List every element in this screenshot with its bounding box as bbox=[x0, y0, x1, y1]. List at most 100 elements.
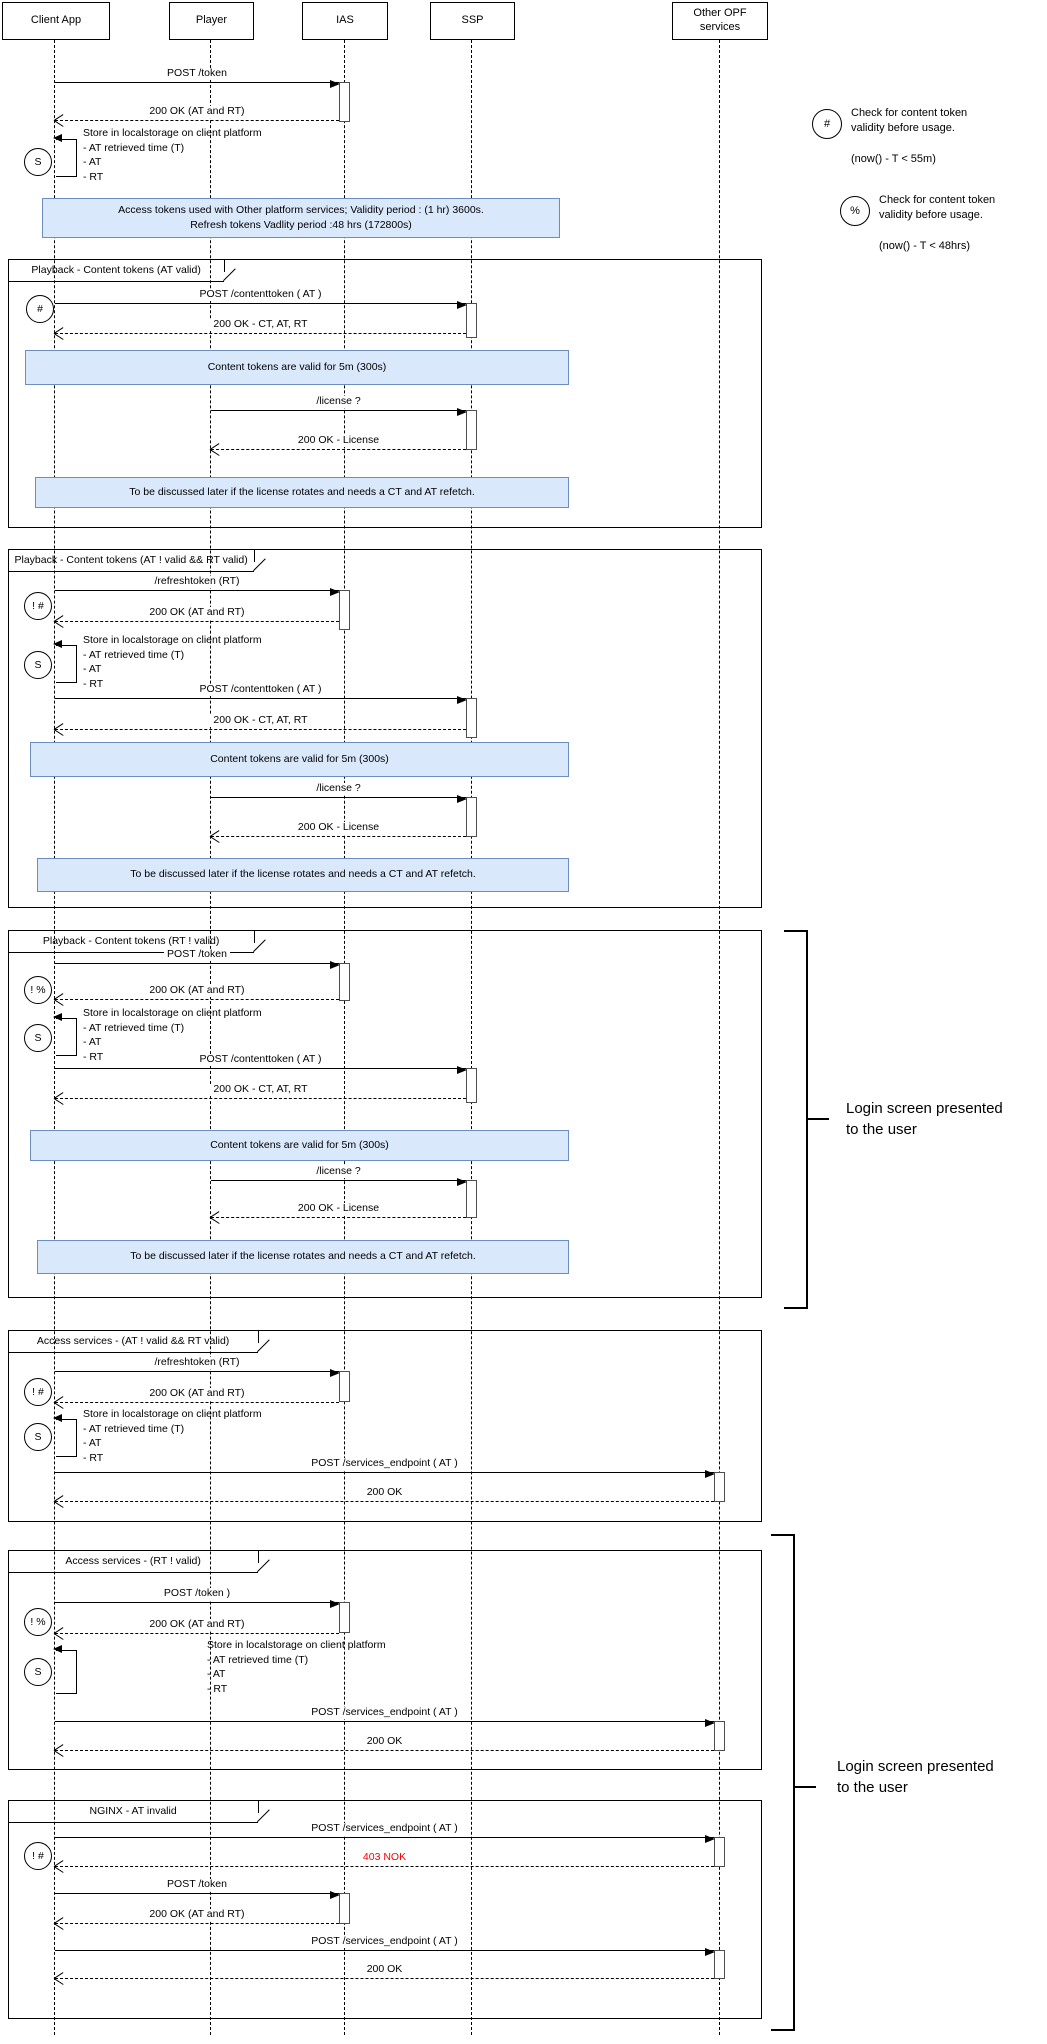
message-post-token-extra: POST /token ) bbox=[55, 1580, 340, 1608]
selfcall-title: Store in localstorage on client platform bbox=[83, 127, 262, 139]
message-post-services-endpoint: POST /services_endpoint ( AT ) bbox=[55, 1815, 715, 1843]
selfcall-store-1 bbox=[53, 134, 77, 177]
selfcall-store-4 bbox=[53, 1414, 77, 1457]
note-ct-valid-3: Content tokens are valid for 5m (300s) bbox=[30, 1130, 569, 1161]
note-line: Access tokens used with Other platform s… bbox=[118, 203, 484, 216]
lifeline-other-opf bbox=[719, 40, 720, 2035]
badge-not-hash: ! # bbox=[24, 1378, 52, 1406]
message-ok-at-rt: 200 OK (AT and RT) bbox=[55, 1380, 339, 1403]
message-ok-at-rt: 200 OK (AT and RT) bbox=[55, 98, 339, 121]
bracket-tick bbox=[806, 1117, 829, 1120]
frame-title: Playback - Content tokens (RT ! valid) bbox=[42, 935, 220, 948]
selfcall-title: Store in localstorage on client platform bbox=[83, 1408, 262, 1420]
arrowhead-left-icon bbox=[54, 724, 65, 736]
participant-player: Player bbox=[169, 2, 254, 40]
selfcall-line: - RT bbox=[83, 1050, 104, 1063]
message-ok-200: 200 OK bbox=[55, 1956, 714, 1979]
note-license-later-3: To be discussed later if the license rot… bbox=[37, 1240, 569, 1274]
frame-title: Playback - Content tokens (AT valid) bbox=[31, 264, 201, 277]
arrowhead-left-icon bbox=[54, 115, 65, 127]
arrowhead-right-icon bbox=[705, 1469, 715, 1478]
selfcall-line: - AT bbox=[83, 1437, 102, 1450]
arrowhead-left-icon bbox=[210, 831, 221, 843]
arrowhead-left-icon bbox=[54, 1745, 65, 1757]
participant-label: Client App bbox=[30, 14, 82, 27]
message-label: 200 OK (AT and RT) bbox=[146, 985, 248, 997]
selfcall-store-5 bbox=[53, 1645, 77, 1694]
frame-access-at-invalid-rt-valid-tab: Access services - (AT ! valid && RT vali… bbox=[7, 1329, 259, 1353]
note-line: To be discussed later if the license rot… bbox=[129, 485, 475, 498]
arrowhead-left-icon bbox=[210, 1212, 221, 1224]
arrowhead-right-icon bbox=[330, 79, 340, 88]
participant-ias: IAS bbox=[302, 2, 388, 40]
legend-hash-formula: (now() - T < 55m) bbox=[851, 152, 936, 167]
arrowhead-left-icon bbox=[54, 1496, 65, 1508]
participant-label: SSP bbox=[461, 14, 484, 27]
message-license-req: /license ? bbox=[211, 388, 467, 416]
activation-ias bbox=[339, 1371, 350, 1402]
frame-access-rt-invalid-tab: Access services - (RT ! valid) bbox=[7, 1549, 259, 1573]
lifeline-ias bbox=[344, 40, 345, 2035]
bracket-login-screen-2 bbox=[771, 1534, 816, 2031]
message-post-token: POST /token bbox=[55, 60, 340, 88]
message-refresh-token: /refreshtoken (RT) bbox=[55, 1349, 340, 1377]
frame-nginx-at-invalid-tab: NGINX - AT invalid bbox=[7, 1799, 259, 1823]
frame-nginx-at-invalid: NGINX - AT invalid bbox=[7, 1799, 762, 2019]
message-nok-403: 403 NOK bbox=[55, 1844, 714, 1867]
frame-playback-at-invalid-rt-valid: Playback - Content tokens (AT ! valid &&… bbox=[7, 548, 762, 908]
note-token-validity: Access tokens used with Other platform s… bbox=[42, 198, 560, 238]
message-license-req: /license ? bbox=[211, 1158, 467, 1186]
selfcall-store-1-text: Store in localstorage on client platform… bbox=[83, 126, 262, 184]
message-label: 200 OK - CT, AT, RT bbox=[210, 1084, 311, 1096]
message-ok-at-rt: 200 OK (AT and RT) bbox=[55, 1611, 339, 1634]
activation-ias bbox=[339, 963, 350, 1001]
message-label: POST /token bbox=[164, 949, 230, 961]
message-label: 200 OK bbox=[363, 1487, 406, 1499]
message-label: /license ? bbox=[313, 783, 364, 795]
badge-not-hash: ! # bbox=[24, 1842, 52, 1870]
activation-other-opf bbox=[714, 1837, 725, 1867]
selfcall-title: Store in localstorage on client platform bbox=[83, 1007, 262, 1019]
message-ok-at-rt: 200 OK (AT and RT) bbox=[55, 977, 339, 1000]
arrowhead-right-icon bbox=[705, 1834, 715, 1843]
frame-playback-at-invalid-rt-valid-tab: Playback - Content tokens (AT ! valid &&… bbox=[7, 548, 255, 572]
selfcall-store-5-text: Store in localstorage on client platform… bbox=[207, 1638, 386, 1696]
frame-playback-rt-invalid-tab: Playback - Content tokens (RT ! valid) bbox=[7, 929, 255, 953]
activation-ias bbox=[339, 590, 350, 630]
message-label: 200 OK - License bbox=[294, 435, 383, 447]
legend-hash-text: Check for content token validity before … bbox=[851, 106, 967, 136]
message-label: /refreshtoken (RT) bbox=[151, 1357, 243, 1369]
message-label: 200 OK - License bbox=[294, 1203, 383, 1215]
frame-title: Access services - (AT ! valid && RT vali… bbox=[36, 1335, 230, 1348]
message-label: 200 OK (AT and RT) bbox=[146, 106, 248, 118]
message-label: 200 OK (AT and RT) bbox=[146, 1619, 248, 1631]
legend-line: validity before usage. bbox=[879, 209, 983, 221]
selfcall-line: - AT bbox=[83, 1036, 102, 1049]
activation-other-opf bbox=[714, 1950, 725, 1979]
selfcall-store-3 bbox=[53, 1013, 77, 1056]
arrowhead-right-icon bbox=[457, 300, 467, 309]
participant-ssp: SSP bbox=[430, 2, 515, 40]
message-label: 200 OK (AT and RT) bbox=[146, 607, 248, 619]
selfcall-store-2-text: Store in localstorage on client platform… bbox=[83, 633, 262, 691]
note-line: Content tokens are valid for 5m (300s) bbox=[210, 1138, 389, 1151]
participant-other-opf: Other OPF services bbox=[672, 2, 768, 40]
legend-hash-icon: # bbox=[812, 109, 842, 139]
activation-ias bbox=[339, 1602, 350, 1633]
message-ok-license: 200 OK - License bbox=[211, 1195, 466, 1218]
message-label: 200 OK bbox=[363, 1736, 406, 1748]
message-label: /license ? bbox=[313, 1166, 364, 1178]
message-ok-at-rt: 200 OK (AT and RT) bbox=[55, 1901, 339, 1924]
legend-pct-text: Check for content token validity before … bbox=[879, 193, 995, 223]
selfcall-line: - AT retrieved time (T) bbox=[207, 1653, 309, 1666]
selfcall-line: - AT retrieved time (T) bbox=[83, 648, 185, 661]
selfcall-store-3-text: Store in localstorage on client platform… bbox=[83, 1006, 262, 1064]
legend-formula: (now() - T < 48hrs) bbox=[879, 240, 970, 252]
bracket-login-screen-2-label: Login screen presented to the user bbox=[837, 1758, 994, 1796]
message-label: POST /token bbox=[164, 68, 230, 80]
participant-label: Player bbox=[195, 14, 228, 27]
arrowhead-right-icon bbox=[457, 794, 467, 803]
message-post-token: POST /token bbox=[55, 1871, 340, 1899]
note-license-later-1: To be discussed later if the license rot… bbox=[35, 477, 569, 508]
badge-store: S bbox=[24, 1423, 52, 1451]
